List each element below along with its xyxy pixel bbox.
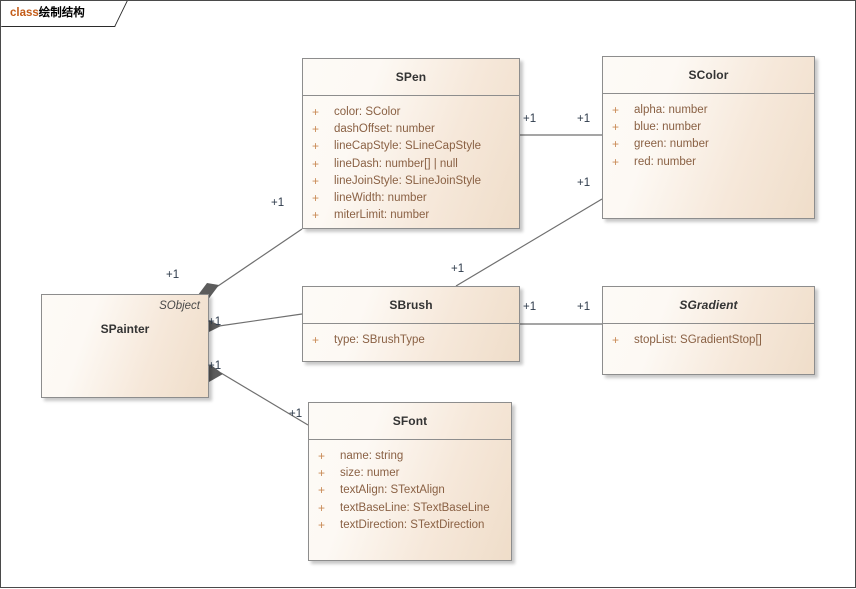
attribute-signature: red: number: [634, 155, 697, 168]
frame-tab-keyword: class: [10, 7, 39, 19]
class-box-spen[interactable]: SPen + color: SColor + dashOffset: numbe…: [302, 58, 520, 229]
class-header-sfont: SFont: [309, 403, 511, 440]
visibility-marker: +: [312, 190, 320, 205]
class-header-sgradient: SGradient: [603, 287, 814, 324]
attribute-signature: textAlign: STextAlign: [340, 484, 445, 497]
multiplicity-sfont-spainter: +1: [289, 408, 303, 420]
attribute-signature: alpha: number: [634, 104, 708, 116]
class-attributes-sbrush: + type: SBrushType: [303, 324, 519, 349]
class-attributes-spen: + color: SColor + dashOffset: number + l…: [303, 96, 519, 224]
class-header-sbrush: SBrush: [303, 287, 519, 324]
multiplicity-sbrush-sgradient: +1: [523, 301, 537, 313]
multiplicity-sbrush-scolor: +1: [451, 263, 465, 275]
class-box-sgradient[interactable]: SGradient + stopList: SGradientStop[]: [602, 286, 815, 375]
connector-scolor-sbrush: [455, 198, 603, 287]
attribute-row[interactable]: + stopList: SGradientStop[]: [603, 332, 814, 349]
attribute-row[interactable]: + size: numer: [309, 465, 511, 482]
visibility-marker: +: [318, 500, 326, 515]
multiplicity-scolor-spen: +1: [577, 113, 591, 125]
class-title-sgradient: SGradient: [679, 298, 738, 312]
class-header-scolor: SColor: [603, 57, 814, 94]
visibility-marker: +: [612, 120, 620, 135]
attribute-row[interactable]: + color: SColor: [303, 104, 519, 121]
frame-tab-label: class绘制结构: [10, 6, 85, 21]
attribute-row[interactable]: + name: string: [309, 448, 511, 465]
visibility-marker: +: [312, 208, 320, 223]
visibility-marker: +: [318, 483, 326, 498]
attribute-row[interactable]: + lineJoinStyle: SLineJoinStyle: [303, 173, 519, 190]
attribute-signature: stopList: SGradientStop[]: [634, 334, 762, 346]
diagram-frame-tab: class绘制结构: [1, 1, 128, 27]
class-box-sfont[interactable]: SFont + name: string + size: numer + tex…: [308, 402, 512, 561]
attribute-row[interactable]: + textDirection: STextDirection: [309, 517, 511, 534]
connector-spainter-spen: [217, 228, 303, 287]
class-box-spainter[interactable]: SObject SPainter: [41, 294, 209, 398]
attribute-row[interactable]: + textBaseLine: STextBaseLine: [309, 500, 511, 517]
attribute-row[interactable]: + green: number: [603, 136, 814, 153]
multiplicity-spainter-sbrush: +1: [208, 316, 222, 328]
class-title-spainter: SPainter: [100, 322, 150, 336]
multiplicity-spainter-sfont: +1: [208, 360, 222, 372]
class-title-scolor: SColor: [688, 68, 729, 82]
attribute-signature: miterLimit: number: [334, 209, 430, 222]
attribute-signature: lineJoinStyle: SLineJoinStyle: [334, 174, 482, 187]
visibility-marker: +: [312, 122, 320, 137]
visibility-marker: +: [318, 449, 326, 463]
visibility-marker: +: [312, 333, 320, 347]
attribute-signature: type: SBrushType: [334, 334, 425, 346]
class-title-sbrush: SBrush: [389, 298, 433, 312]
attribute-signature: name: string: [340, 450, 404, 462]
attribute-row[interactable]: + alpha: number: [603, 102, 814, 119]
visibility-marker: +: [612, 333, 620, 347]
class-parent-spainter: SObject: [159, 300, 200, 312]
visibility-marker: +: [312, 139, 320, 154]
class-title-spen: SPen: [395, 70, 427, 84]
attribute-row[interactable]: + lineCapStyle: SLineCapStyle: [303, 138, 519, 155]
attribute-signature: size: numer: [340, 467, 400, 480]
visibility-marker: +: [312, 105, 320, 119]
attribute-row[interactable]: + type: SBrushType: [303, 332, 519, 349]
attribute-signature: lineDash: number[] | null: [334, 157, 458, 170]
attribute-row[interactable]: + red: number: [603, 154, 814, 171]
attribute-row[interactable]: + miterLimit: number: [303, 207, 519, 224]
attribute-signature: dashOffset: number: [334, 123, 435, 136]
attribute-row[interactable]: + lineDash: number[] | null: [303, 156, 519, 173]
multiplicity-sgradient-sbrush: +1: [577, 301, 591, 313]
attribute-row[interactable]: + textAlign: STextAlign: [309, 482, 511, 499]
attribute-signature: textDirection: STextDirection: [340, 518, 485, 531]
attribute-signature: lineWidth: number: [334, 191, 427, 204]
multiplicity-spen-spainter: +1: [271, 197, 285, 209]
visibility-marker: +: [612, 137, 620, 152]
connector-spainter-sbrush: [218, 313, 303, 327]
class-header-spen: SPen: [303, 59, 519, 96]
class-box-sbrush[interactable]: SBrush + type: SBrushType: [302, 286, 520, 362]
visibility-marker: +: [612, 103, 620, 117]
attribute-signature: green: number: [634, 138, 709, 151]
visibility-marker: +: [312, 156, 320, 171]
visibility-marker: +: [318, 466, 326, 481]
attribute-row[interactable]: + lineWidth: number: [303, 190, 519, 207]
multiplicity-spainter-spen: +1: [166, 269, 180, 281]
attribute-signature: textBaseLine: STextBaseLine: [340, 501, 490, 514]
visibility-marker: +: [612, 154, 620, 169]
attribute-signature: blue: number: [634, 121, 702, 134]
multiplicity-scolor-sbrush: +1: [577, 177, 591, 189]
connector-spainter-sfont: [220, 372, 309, 426]
class-title-sfont: SFont: [392, 414, 428, 428]
visibility-marker: +: [312, 173, 320, 188]
attribute-signature: lineCapStyle: SLineCapStyle: [334, 140, 482, 153]
attribute-row[interactable]: + dashOffset: number: [303, 121, 519, 138]
visibility-marker: +: [318, 517, 326, 532]
frame-tab-name: 绘制结构: [38, 7, 85, 19]
class-attributes-scolor: + alpha: number + blue: number + green: …: [603, 94, 814, 171]
multiplicity-spen-scolor: +1: [523, 113, 537, 125]
class-attributes-sfont: + name: string + size: numer + textAlign…: [309, 440, 511, 534]
class-attributes-sgradient: + stopList: SGradientStop[]: [603, 324, 814, 349]
class-box-scolor[interactable]: SColor + alpha: number + blue: number + …: [602, 56, 815, 219]
attribute-signature: color: SColor: [334, 106, 401, 118]
attribute-row[interactable]: + blue: number: [603, 119, 814, 136]
